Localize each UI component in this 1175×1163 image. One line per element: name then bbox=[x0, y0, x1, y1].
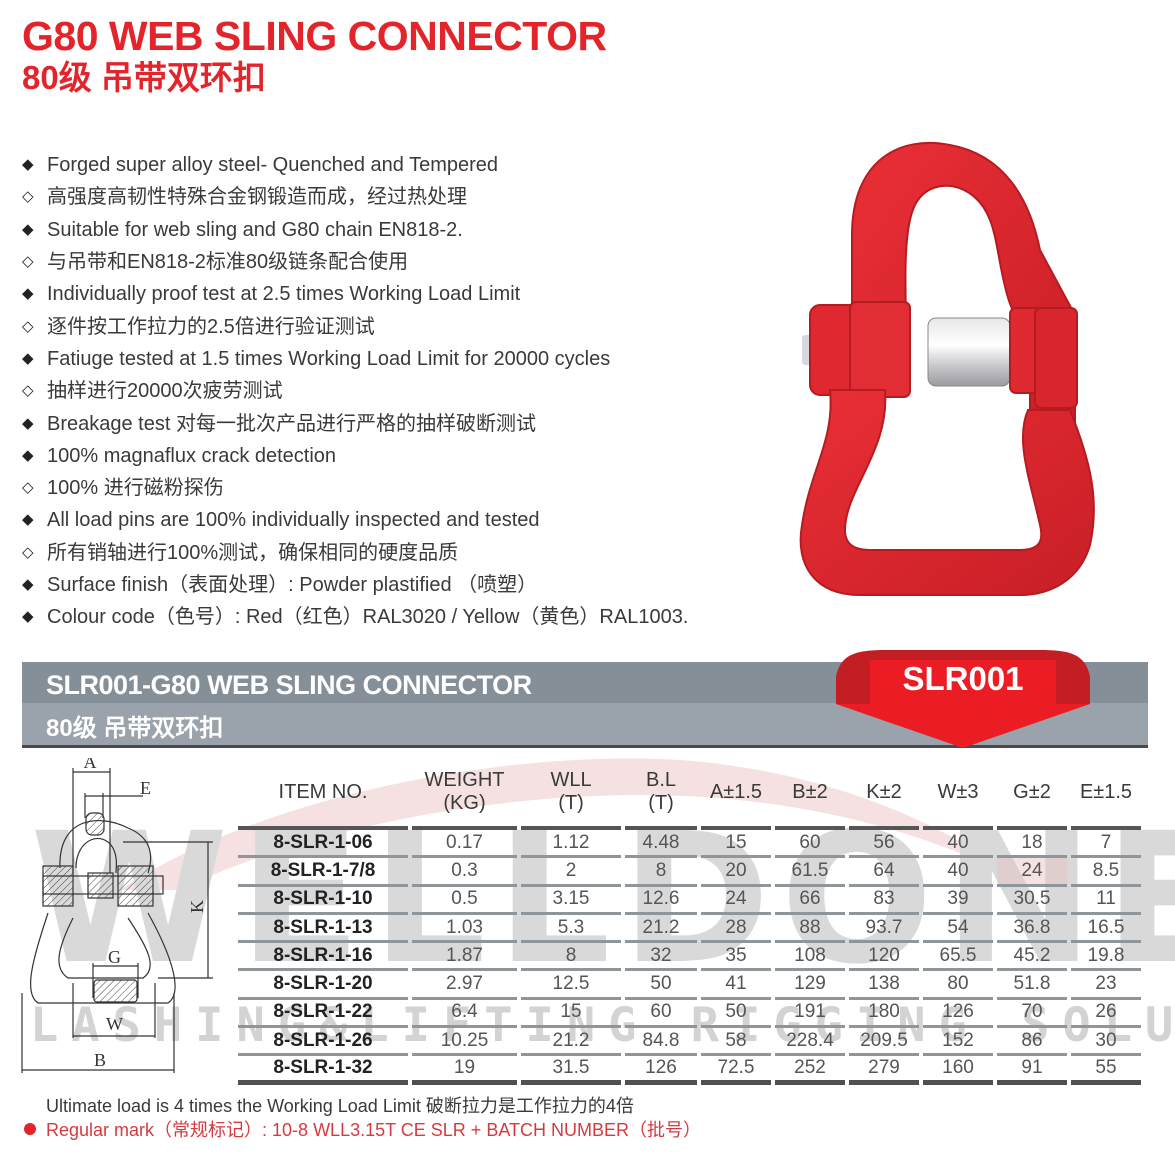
diamond-filled-icon: ◆ bbox=[22, 156, 34, 174]
header-b: B±2 bbox=[775, 758, 845, 830]
svg-text:K: K bbox=[187, 900, 207, 913]
section-title-chinese: 80级 吊带双环扣 bbox=[46, 715, 224, 742]
feature-item: ◆Breakage test 对每一批次产品进行严格的抽样破断测试 bbox=[22, 407, 688, 439]
feature-item: ◇100% 进行磁粉探伤 bbox=[22, 472, 688, 504]
watermark-swoosh bbox=[120, 758, 1020, 890]
svg-text:W: W bbox=[106, 1014, 123, 1034]
diamond-filled-icon: ◆ bbox=[22, 220, 34, 238]
model-badge: SLR001 bbox=[826, 646, 1100, 750]
diamond-filled-icon: ◆ bbox=[22, 285, 34, 303]
diamond-outline-icon: ◇ bbox=[22, 382, 34, 400]
spec-table: ITEM NO. WEIGHT(KG) WLL(T) B.L(T) A±1.5 … bbox=[234, 758, 1145, 1086]
feature-item: ◇抽样进行20000次疲劳测试 bbox=[22, 375, 688, 407]
table-header-row: ITEM NO. WEIGHT(KG) WLL(T) B.L(T) A±1.5 … bbox=[238, 758, 1141, 830]
header-g: G±2 bbox=[997, 758, 1067, 830]
feature-item: ◆Fatiuge tested at 1.5 times Working Loa… bbox=[22, 343, 688, 375]
feature-list: ◆Forged super alloy steel- Quenched and … bbox=[22, 149, 688, 633]
diamond-filled-icon: ◆ bbox=[22, 576, 34, 593]
header-wll: WLL(T) bbox=[521, 758, 621, 830]
page-title: G80 WEB SLING CONNECTOR bbox=[22, 13, 607, 59]
down-arrow-icon bbox=[836, 650, 1090, 748]
svg-text:A: A bbox=[84, 758, 97, 772]
diamond-outline-icon: ◇ bbox=[22, 253, 34, 271]
diamond-outline-icon: ◇ bbox=[22, 188, 34, 206]
diamond-filled-icon: ◆ bbox=[22, 349, 34, 367]
dimension-diagram: A E K G W B bbox=[21, 758, 213, 1073]
feature-item: ◆Surface finish（表面处理）: Powder plastified… bbox=[22, 569, 688, 601]
header-k: K±2 bbox=[849, 758, 919, 830]
svg-text:B: B bbox=[94, 1050, 106, 1070]
watermark-brand: WELLDONE bbox=[30, 795, 1175, 1004]
diamond-outline-icon: ◇ bbox=[22, 543, 34, 561]
svg-text:G: G bbox=[108, 947, 121, 967]
feature-item: ◆Colour code（色号）: Red（红色）RAL3020 / Yello… bbox=[22, 601, 688, 633]
regular-mark-note: Regular mark（常规标记）: 10-8 WLL3.15T CE SLR… bbox=[24, 1116, 701, 1142]
red-dot-icon bbox=[24, 1123, 36, 1135]
header-e: E±1.5 bbox=[1071, 758, 1141, 830]
model-badge-label: SLR001 bbox=[902, 660, 1024, 697]
section-title: SLR001-G80 WEB SLING CONNECTOR bbox=[46, 670, 532, 700]
header-weight: WEIGHT(KG) bbox=[412, 758, 517, 830]
feature-item: ◆100% magnaflux crack detection bbox=[22, 440, 688, 472]
feature-item: ◇逐件按工作拉力的2.5倍进行验证测试 bbox=[22, 310, 688, 342]
feature-item: ◆Suitable for web sling and G80 chain EN… bbox=[22, 214, 688, 246]
diamond-filled-icon: ◆ bbox=[22, 608, 34, 626]
header-bl: B.L(T) bbox=[625, 758, 697, 830]
diamond-filled-icon: ◆ bbox=[22, 414, 34, 432]
diamond-outline-icon: ◇ bbox=[22, 479, 34, 497]
feature-item: ◇与吊带和EN818-2标准80级链条配合使用 bbox=[22, 246, 688, 278]
feature-item: ◆Forged super alloy steel- Quenched and … bbox=[22, 149, 688, 181]
header-w: W±3 bbox=[923, 758, 993, 830]
feature-item: ◇高强度高韧性特殊合金钢锻造而成，经过热处理 bbox=[22, 181, 688, 213]
page-title-chinese: 80级 吊带双环扣 bbox=[22, 59, 266, 96]
header-item-no: ITEM NO. bbox=[238, 758, 408, 830]
diamond-outline-icon: ◇ bbox=[22, 317, 34, 335]
diamond-filled-icon: ◆ bbox=[22, 446, 34, 464]
product-photo bbox=[799, 141, 1095, 596]
feature-item: ◇所有销轴进行100%测试，确保相同的硬度品质 bbox=[22, 537, 688, 569]
feature-item: ◆All load pins are 100% individually ins… bbox=[22, 504, 688, 536]
svg-text:E: E bbox=[140, 778, 151, 798]
diamond-filled-icon: ◆ bbox=[22, 511, 34, 529]
header-a: A±1.5 bbox=[701, 758, 771, 830]
feature-item: ◆Individually proof test at 2.5 times Wo… bbox=[22, 278, 688, 310]
ultimate-load-note: Ultimate load is 4 times the Working Loa… bbox=[46, 1096, 634, 1116]
